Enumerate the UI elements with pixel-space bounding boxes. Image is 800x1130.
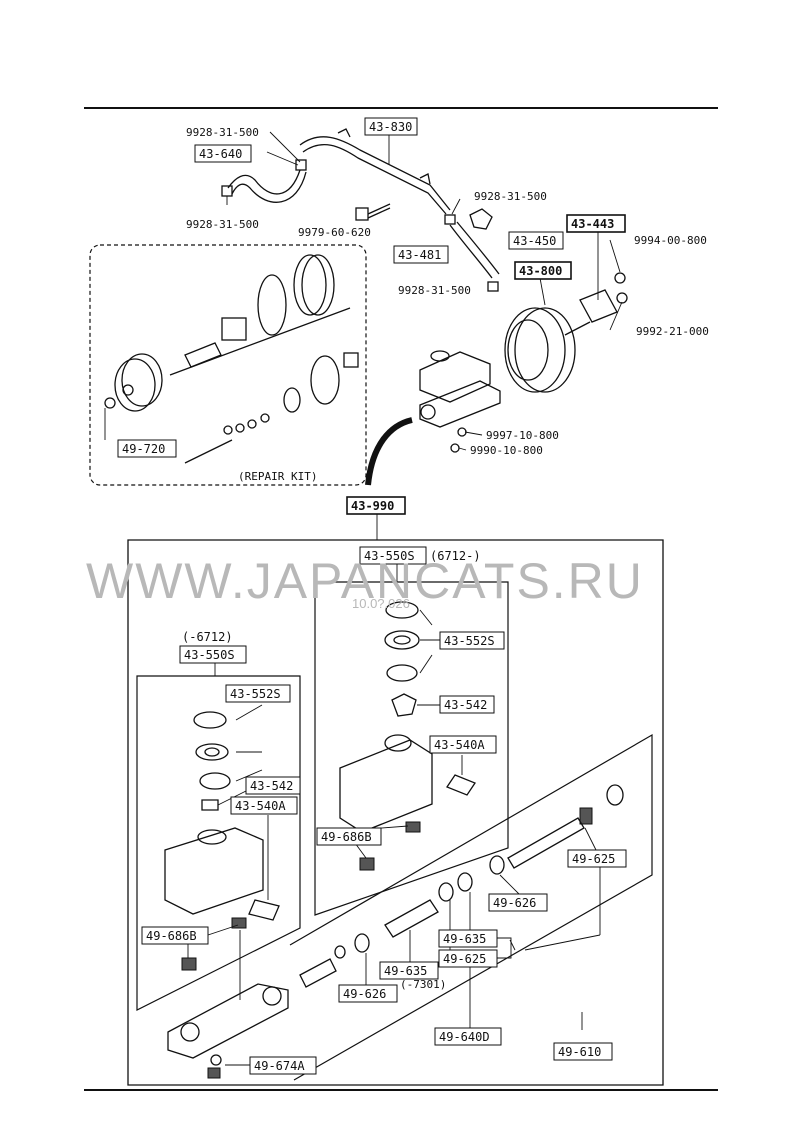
label-43-550s-new: 43-550S xyxy=(359,546,427,565)
svg-text:43-540A: 43-540A xyxy=(434,738,485,752)
svg-text:49-626: 49-626 xyxy=(343,987,386,1001)
svg-text:49-640D: 49-640D xyxy=(439,1030,490,1044)
svg-text:49-625: 49-625 xyxy=(572,852,615,866)
label-49-626-top: 49-626 xyxy=(488,893,548,912)
label-43-550s-old: 43-550S xyxy=(179,645,247,664)
vacuum-hose-481 xyxy=(444,208,500,292)
vacuum-hose-640 xyxy=(221,159,307,203)
svg-text:43-450: 43-450 xyxy=(513,234,556,248)
label-9928-31-500-b: 9928-31-500 xyxy=(186,218,259,231)
repair-kit-box xyxy=(89,244,367,486)
svg-text:49-720: 49-720 xyxy=(122,442,165,456)
label-43-450: 43-450 xyxy=(508,231,564,250)
label-9992-21-000: 9992-21-000 xyxy=(636,325,709,338)
cylinder-box xyxy=(289,733,653,1081)
label-9928-31-500-c: 9928-31-500 xyxy=(474,190,547,203)
label-43-542-old: 43-542 xyxy=(245,776,301,795)
watermark-code: 10.0?.026 xyxy=(352,596,410,611)
svg-text:43-552S: 43-552S xyxy=(444,634,495,648)
label-9979-60-620: 9979-60-620 xyxy=(298,226,371,239)
svg-text:49-674A: 49-674A xyxy=(254,1059,305,1073)
label-range-6712-old: (-6712) xyxy=(182,630,233,644)
label-43-542-new: 43-542 xyxy=(439,695,495,714)
svg-text:43-443: 43-443 xyxy=(571,217,614,231)
reservoir-new-box xyxy=(314,581,509,916)
label-43-800: 43-800 xyxy=(514,261,572,280)
label-range-7301: (-7301) xyxy=(400,978,446,991)
svg-text:43-481: 43-481 xyxy=(398,248,441,262)
label-49-674a: 49-674A xyxy=(249,1056,317,1075)
repair-kit-parts xyxy=(104,254,359,464)
svg-text:49-635: 49-635 xyxy=(443,932,486,946)
brake-booster-800 xyxy=(504,272,628,393)
label-9928-31-500-d: 9928-31-500 xyxy=(398,284,471,297)
label-49-635: 49-635 xyxy=(438,929,498,948)
svg-text:43-540A: 43-540A xyxy=(235,799,286,813)
svg-text:43-990: 43-990 xyxy=(351,499,394,513)
label-9997-10-800: 9997-10-800 xyxy=(486,429,559,442)
svg-text:43-640: 43-640 xyxy=(199,147,242,161)
svg-text:43-550S: 43-550S xyxy=(364,549,415,563)
label-49-625-mid: 49-625 xyxy=(438,949,498,968)
bracket-635-625 xyxy=(497,937,512,959)
label-9928-31-500-a: 9928-31-500 xyxy=(186,126,259,139)
label-43-640: 43-640 xyxy=(194,144,252,163)
svg-text:49-686B: 49-686B xyxy=(321,830,372,844)
svg-text:43-830: 43-830 xyxy=(369,120,412,134)
label-49-686b-new: 49-686B xyxy=(316,827,382,846)
reservoir-old-box xyxy=(136,675,301,1011)
label-43-540a-old: 43-540A xyxy=(230,796,298,815)
svg-text:49-625: 49-625 xyxy=(443,952,486,966)
svg-text:43-552S: 43-552S xyxy=(230,687,281,701)
label-49-686b-old: 49-686B xyxy=(141,926,209,945)
label-49-610: 49-610 xyxy=(553,1042,613,1061)
bolt-620 xyxy=(355,203,391,221)
label-43-990: 43-990 xyxy=(346,496,406,515)
bottom-frame xyxy=(127,539,664,1086)
bottom-leader-lines xyxy=(187,562,601,1066)
label-43-481: 43-481 xyxy=(393,245,449,264)
pointer-arrow xyxy=(365,417,413,486)
cylinder-parts xyxy=(167,784,624,1079)
watermark-site: WWW.JAPANCATS.RU xyxy=(86,553,644,609)
label-repair-kit: (REPAIR KIT) xyxy=(238,470,317,483)
svg-text:43-800: 43-800 xyxy=(519,264,562,278)
label-49-625-top: 49-625 xyxy=(567,849,627,868)
label-range-6712-new: (6712-) xyxy=(430,549,481,563)
label-9994-00-800: 9994-00-800 xyxy=(634,234,707,247)
label-49-635-old: 49-635 xyxy=(379,961,439,980)
svg-text:49-686B: 49-686B xyxy=(146,929,197,943)
label-43-830: 43-830 xyxy=(364,117,418,136)
label-43-540a-new: 43-540A xyxy=(429,735,497,754)
label-49-640d: 49-640D xyxy=(434,1027,502,1046)
label-49-626-low: 49-626 xyxy=(338,984,398,1003)
label-49-720: 49-720 xyxy=(117,439,177,458)
svg-text:43-542: 43-542 xyxy=(250,779,293,793)
reservoir-new-parts xyxy=(339,601,476,871)
label-9990-10-800: 9990-10-800 xyxy=(470,444,543,457)
svg-text:43-550S: 43-550S xyxy=(184,648,235,662)
label-43-552s-new: 43-552S xyxy=(439,631,505,650)
label-43-443: 43-443 xyxy=(566,214,626,233)
svg-text:49-626: 49-626 xyxy=(493,896,536,910)
svg-text:49-610: 49-610 xyxy=(558,1045,601,1059)
svg-text:49-635: 49-635 xyxy=(384,964,427,978)
vacuum-hose-830 xyxy=(299,128,451,215)
label-43-552s-old: 43-552S xyxy=(225,684,291,703)
svg-text:43-542: 43-542 xyxy=(444,698,487,712)
